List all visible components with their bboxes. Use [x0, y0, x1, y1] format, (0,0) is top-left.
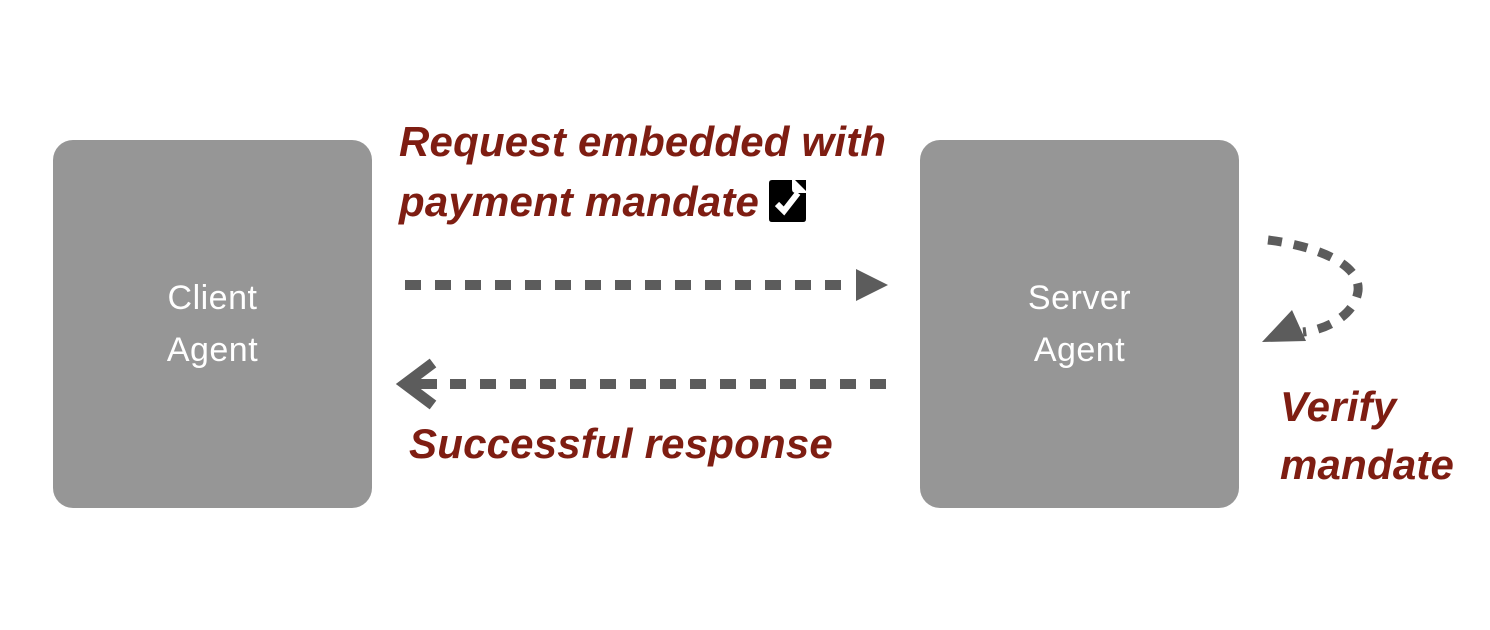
response-label: Successful response	[409, 420, 833, 467]
verify-loop-arrow	[1262, 235, 1363, 342]
server-agent-node: Server Agent	[920, 140, 1239, 508]
client-agent-node: Client Agent	[53, 140, 372, 508]
request-label: Request embedded with payment mandate	[399, 112, 886, 238]
server-agent-label: Server Agent	[1027, 279, 1132, 369]
verify-label: Verify mandate	[1280, 383, 1455, 488]
response-arrow	[395, 358, 889, 410]
document-check-icon	[769, 178, 807, 238]
request-arrow	[405, 269, 888, 301]
request-label-text: Request embedded with payment mandate	[399, 118, 887, 225]
client-agent-label: Client Agent	[166, 279, 259, 369]
